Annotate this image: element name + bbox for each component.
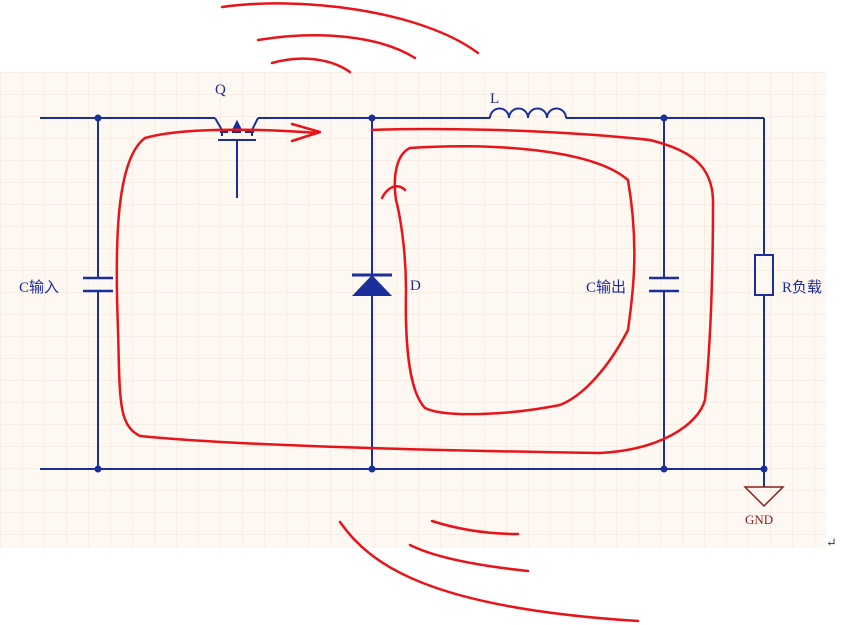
ground-label: GND xyxy=(745,512,774,527)
resistor-icon xyxy=(754,254,774,296)
load-resistor-label: R负载 xyxy=(782,280,823,296)
inductor-label: L xyxy=(490,91,500,107)
mosfet-label: Q xyxy=(215,82,226,98)
motion-mark-bottom-1 xyxy=(338,520,640,623)
outer-current-loop xyxy=(115,127,715,455)
capacitor-input-icon xyxy=(83,276,113,293)
annotation-strokes xyxy=(115,2,715,623)
output-capacitor-label: C输出 xyxy=(586,280,627,296)
ground-icon xyxy=(743,486,785,508)
motion-mark-top-1 xyxy=(220,2,480,55)
current-arrow-top xyxy=(290,122,322,143)
carriage-return-icon: ↵ xyxy=(826,535,837,550)
motion-mark-bottom-2 xyxy=(408,543,530,573)
current-arrow-hook xyxy=(380,185,407,200)
diode-label: D xyxy=(410,278,421,294)
inner-current-loop xyxy=(393,145,636,416)
motion-mark-top-2 xyxy=(256,34,417,60)
junction-dots xyxy=(94,114,768,473)
mosfet-icon xyxy=(214,117,259,198)
capacitor-output-icon xyxy=(649,276,679,293)
motion-mark-bottom-3 xyxy=(430,519,520,536)
schematic-grid xyxy=(0,72,826,548)
diode-icon xyxy=(352,273,392,296)
input-capacitor-label: C输入 xyxy=(19,280,60,296)
motion-mark-top-3 xyxy=(270,57,352,74)
inductor-icon xyxy=(489,107,567,119)
